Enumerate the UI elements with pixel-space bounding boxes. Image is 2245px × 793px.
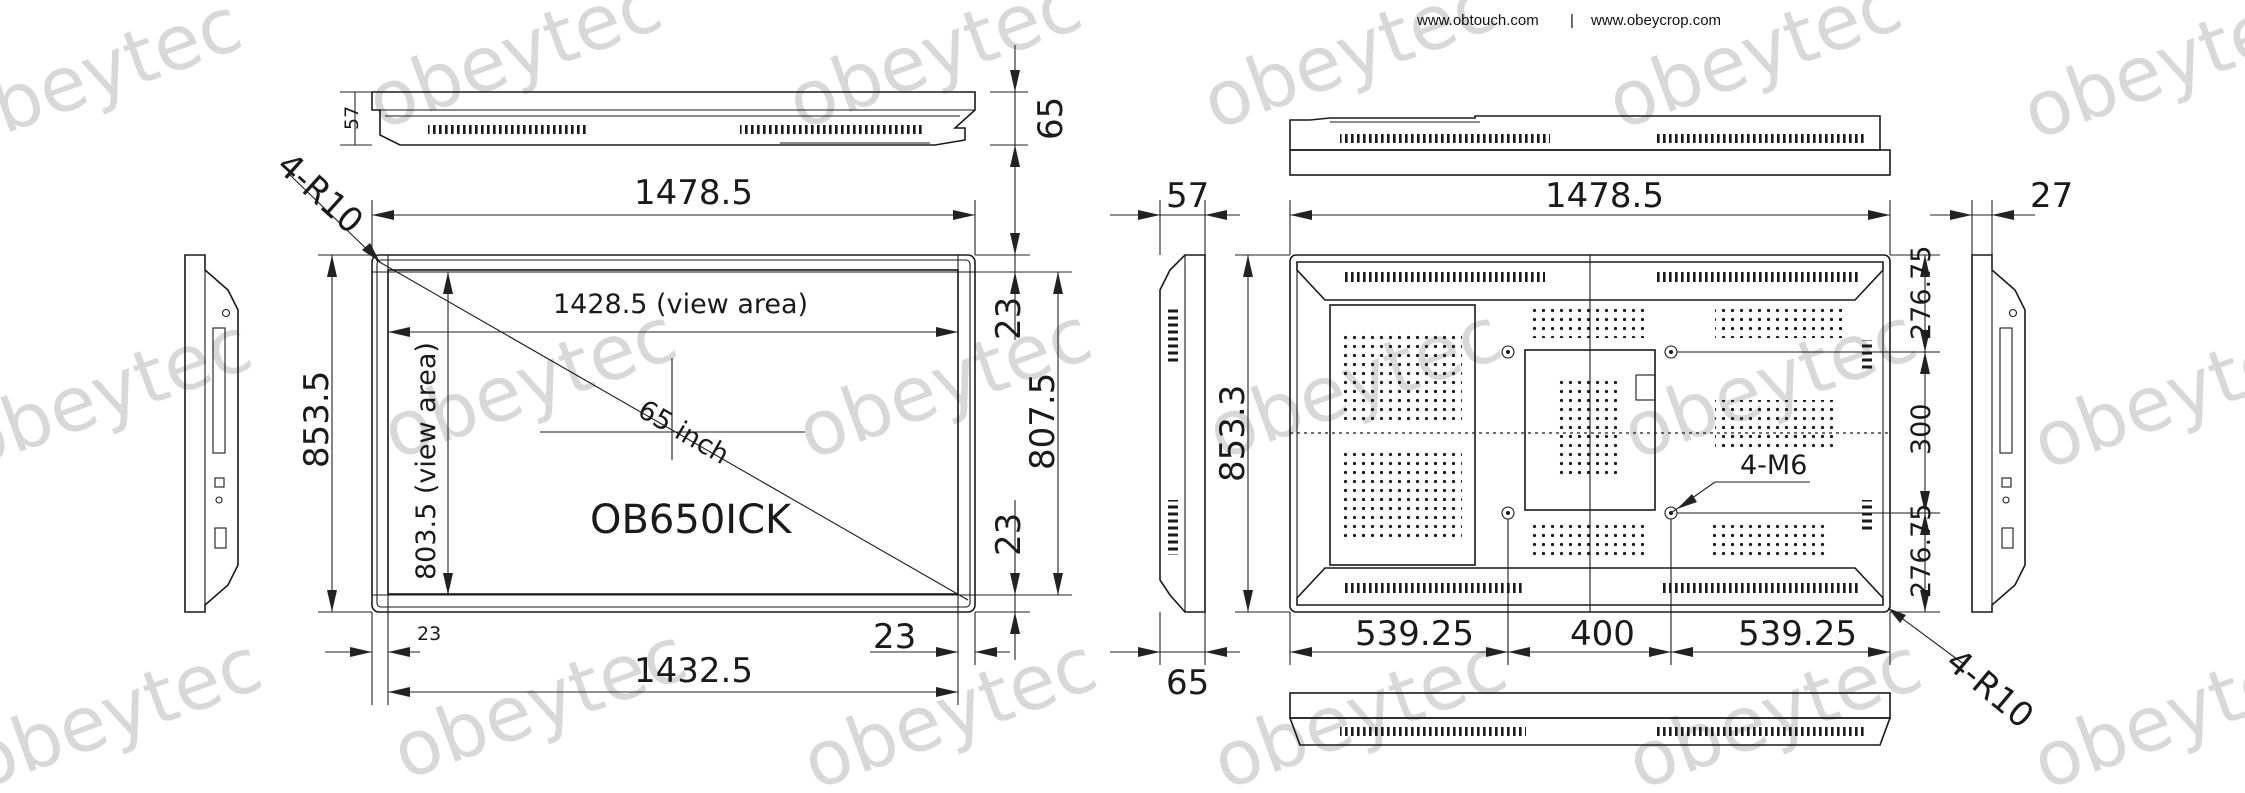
- top-view-depth-total: 65: [1031, 97, 1071, 140]
- rear-left-side-view: 57 65: [1110, 176, 1240, 703]
- top-view-depth-body: 57: [341, 106, 363, 130]
- front-view-height: 803.5 (view area): [411, 342, 442, 580]
- top-view: 57 65: [340, 45, 1071, 190]
- rear-top-view: [1289, 115, 1891, 176]
- watermark: obeytec: [0, 619, 273, 793]
- rear-bottom-view: [1288, 692, 1892, 746]
- right-side-depth: 27: [2030, 176, 2073, 216]
- front-bottom-border: 23: [989, 513, 1029, 556]
- vesa-horizontal-spacing: 400: [1570, 614, 1635, 654]
- front-overall-width: 1478.5: [634, 173, 753, 213]
- watermark: obeytec: [2021, 299, 2245, 487]
- vesa-bottom-offset: 276.75: [1906, 504, 1937, 598]
- header: www.obtouch.com | www.obeycrop.com: [1416, 12, 1721, 29]
- front-corner-radius: 4-R10: [269, 145, 371, 242]
- rear-overall-width: 1478.5: [1545, 176, 1664, 216]
- left-side-view: [184, 254, 239, 613]
- website-link-obeycrop[interactable]: www.obeycrop.com: [1590, 12, 1721, 29]
- front-inner-height: 807.5: [1023, 373, 1063, 470]
- watermark: obeytec: [791, 619, 1108, 793]
- watermark: obeytec: [2011, 0, 2245, 157]
- url-separator: |: [1570, 12, 1574, 29]
- watermark: obeytec: [2021, 619, 2245, 793]
- vesa-top-offset: 276.75: [1906, 246, 1937, 340]
- watermark: obeytec: [356, 0, 673, 147]
- front-left-border: 23: [417, 623, 441, 645]
- vesa-left-offset: 539.25: [1355, 614, 1474, 654]
- watermark: obeytec: [0, 299, 263, 487]
- front-top-border: 23: [989, 297, 1029, 340]
- rear-right-side-view: 27: [1930, 176, 2073, 613]
- screw-label: 4-M6: [1740, 450, 1807, 481]
- model-number: OB650ICK: [590, 497, 793, 543]
- rear-overall-height: 853.3: [1213, 385, 1253, 482]
- front-view-width: 1428.5 (view area): [553, 289, 808, 320]
- rear-view: 4-M6 1478.5 853.3 539.25 400 539.25: [1213, 176, 2041, 737]
- watermark: obeytec: [0, 0, 253, 167]
- rear-corner-radius: 4-R10: [1938, 641, 2041, 736]
- website-link-obtouch[interactable]: www.obtouch.com: [1416, 12, 1539, 29]
- vesa-right-offset: 539.25: [1738, 614, 1857, 654]
- front-right-border: 23: [873, 617, 916, 657]
- front-overall-height: 853.5: [297, 371, 337, 468]
- vesa-vertical-spacing: 300: [1906, 403, 1937, 455]
- rear-side-depth: 57: [1166, 176, 1209, 216]
- front-view: 65 inch OB650ICK 4-R10 1478.5 1428.5 (vi…: [269, 145, 1072, 705]
- front-inner-width: 1432.5: [634, 651, 753, 691]
- rear-side-depth-bottom: 65: [1166, 663, 1209, 703]
